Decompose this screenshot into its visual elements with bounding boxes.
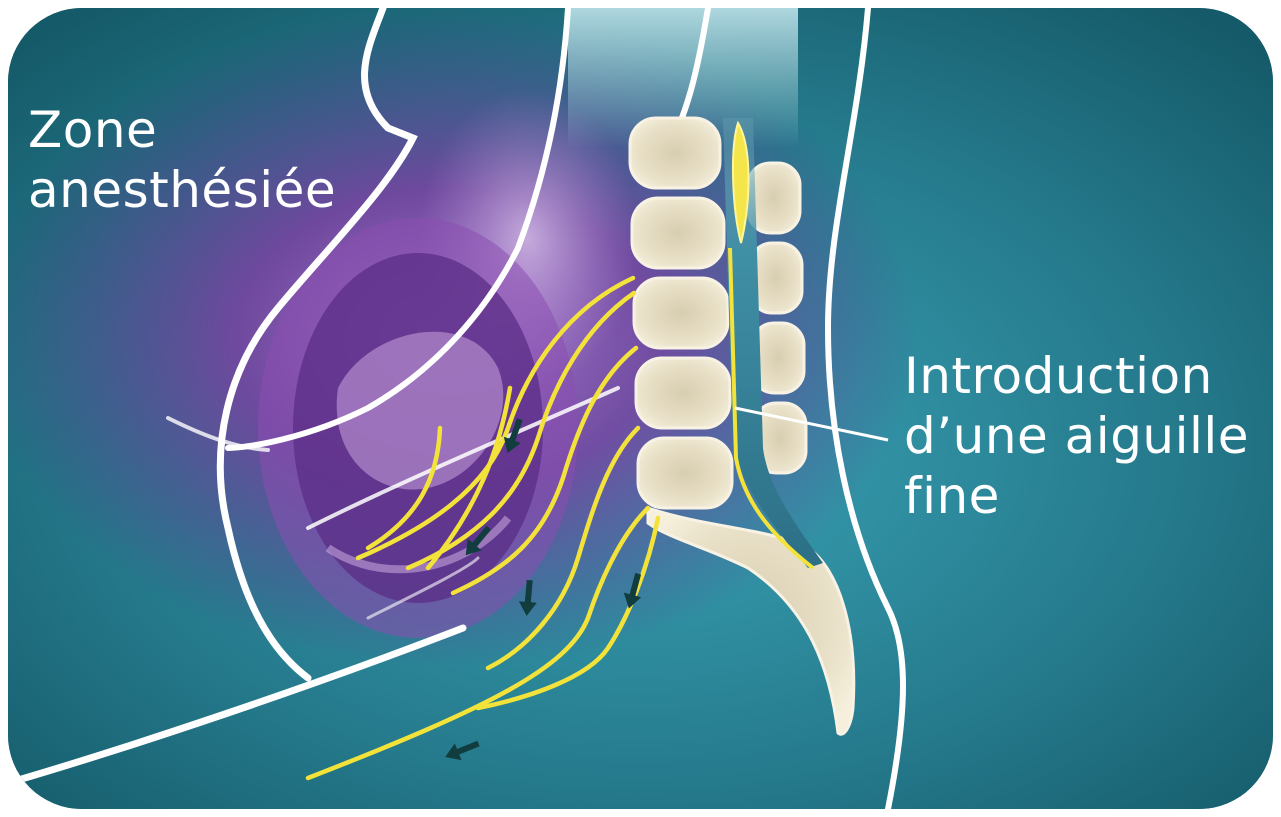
vertebra — [634, 278, 728, 348]
label-line: Introduction — [904, 346, 1249, 406]
illustration-card: Zone anesthésiée Introduction d’une aigu… — [8, 8, 1273, 809]
label-line: d’une aiguille — [904, 406, 1249, 466]
vertebra — [636, 358, 730, 428]
needle-intro-label: Introduction d’une aiguille fine — [904, 346, 1249, 526]
anesthetized-zone-label: Zone anesthésiée — [28, 100, 336, 220]
label-line: Zone — [28, 100, 336, 160]
vertebra — [632, 198, 724, 268]
label-line: fine — [904, 466, 1249, 526]
vertebra — [638, 438, 732, 508]
label-line: anesthésiée — [28, 160, 336, 220]
vertebra — [630, 118, 720, 188]
